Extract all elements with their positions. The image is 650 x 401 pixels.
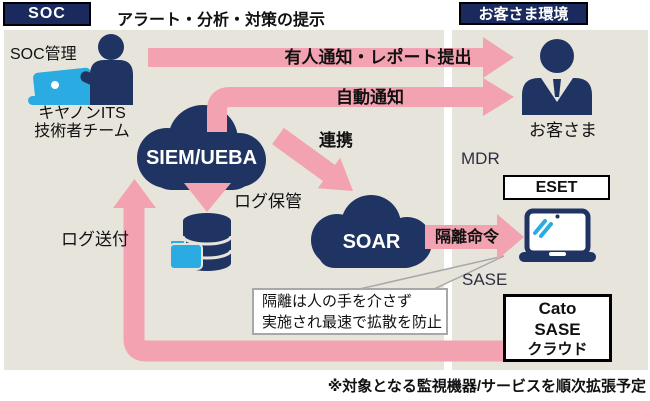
eset-label: ESET xyxy=(535,178,578,196)
log-send-arrow xyxy=(113,179,503,362)
auto-notice-label: 自動通知 xyxy=(336,88,404,107)
cato-line1: Cato xyxy=(538,298,577,318)
soc-manage-label: SOC管理 xyxy=(10,46,77,63)
soc-header-label: SOC xyxy=(28,5,66,22)
cato-line3: クラウド xyxy=(527,340,588,358)
log-send-label: ログ送付 xyxy=(61,230,129,249)
isolation-command-arrow xyxy=(425,214,524,260)
cooperation-label: 連携 xyxy=(319,131,353,150)
log-store-label: ログ保管 xyxy=(234,192,302,211)
soc-analyst-icon xyxy=(28,34,133,105)
diagram-subtitle: アラート・分析・対策の提示 xyxy=(117,12,326,29)
callout-line1: 隔離は人の手を介さず xyxy=(262,293,413,310)
cato-sase-cloud-box: Cato SASE クラウド xyxy=(503,294,612,362)
team-label: キヤノンITS 技術者チーム xyxy=(23,105,141,141)
manned-notice-label: 有人通知・レポート提出 xyxy=(284,48,472,67)
customer-label: お客さま xyxy=(529,121,597,140)
endpoint-laptop-icon xyxy=(519,208,596,262)
isolation-command-label: 隔離命令 xyxy=(434,229,499,246)
database-icon xyxy=(169,213,233,271)
cato-line2: SASE xyxy=(534,319,581,339)
customer-env-header-box: お客さま環境 xyxy=(459,2,588,25)
cooperation-arrow xyxy=(272,127,353,191)
auto-notice-arrow xyxy=(207,78,514,132)
isolation-callout-box: 隔離は人の手を介さず 実施され最速で拡散を防止 xyxy=(252,288,448,335)
callout-line2: 実施され最速で拡散を防止 xyxy=(262,314,443,331)
flow-arrows xyxy=(113,37,524,362)
soc-header-box: SOC xyxy=(3,2,91,26)
sase-label: SASE xyxy=(462,270,508,289)
soar-label: SOAR xyxy=(342,231,401,253)
customer-person-icon xyxy=(522,39,592,115)
siem-ueba-label: SIEM/UEBA xyxy=(145,147,258,169)
log-store-arrow xyxy=(184,183,231,212)
team-label-line1: キヤノンITS xyxy=(38,105,126,122)
manned-notice-arrow xyxy=(148,37,514,78)
team-label-line2: 技術者チーム xyxy=(34,123,130,140)
eset-box: ESET xyxy=(503,175,610,200)
mdr-label: MDR xyxy=(461,149,500,168)
footnote: ※対象となる監視機器/サービスを順次拡張予定 xyxy=(327,378,646,395)
customer-env-label: お客さま環境 xyxy=(478,6,569,23)
soar-cloud-icon xyxy=(311,195,432,268)
tie-icon xyxy=(553,79,561,97)
screen-slash-icon xyxy=(533,219,553,238)
analyst-laptop-icon xyxy=(33,67,93,103)
